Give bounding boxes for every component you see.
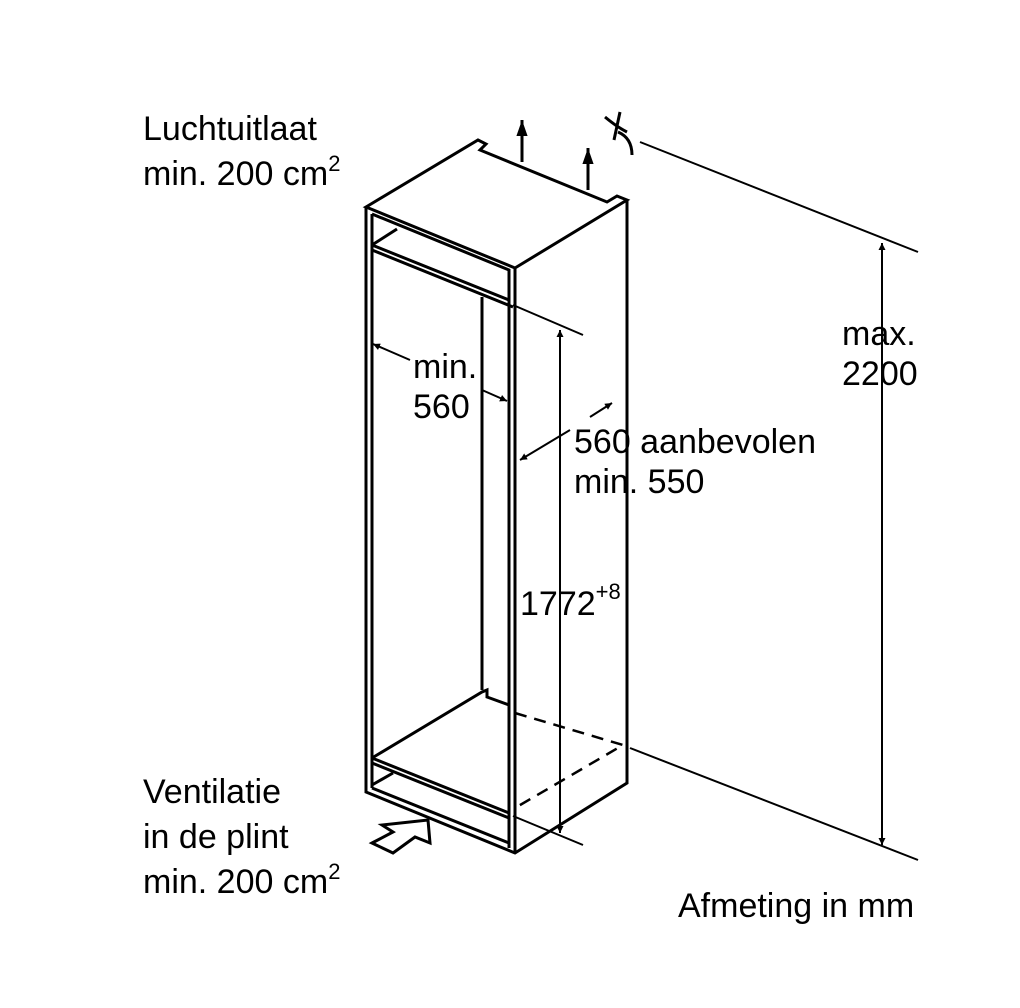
depth-recommended: 560 aanbevolen — [574, 423, 816, 461]
air-outlet-arrows — [516, 120, 594, 190]
max-value: 2200 — [842, 355, 918, 393]
niche-depth-dimension — [519, 402, 613, 461]
air-inlet-arrow — [368, 818, 432, 855]
width-value: 560 — [413, 388, 470, 426]
units-note: Afmeting in mm — [678, 887, 914, 925]
vent-title: Ventilatie — [143, 773, 281, 811]
vent-location: in de plint — [143, 818, 289, 856]
cut-symbol-icon — [604, 111, 634, 156]
height-value: 1772+8 — [520, 579, 621, 623]
niche-height-dimension — [512, 304, 584, 846]
cabinet-niche — [362, 138, 919, 861]
niche-width-dimension — [372, 343, 508, 402]
air-outlet-title: Luchtuitlaat — [143, 110, 317, 148]
depth-min: min. 550 — [574, 463, 704, 501]
width-min-label: min. — [413, 348, 477, 386]
max-label: max. — [842, 315, 916, 353]
air-outlet-min: min. 200 cm2 — [143, 151, 340, 193]
max-height-dimension — [639, 141, 919, 845]
vent-min: min. 200 cm2 — [143, 859, 340, 901]
